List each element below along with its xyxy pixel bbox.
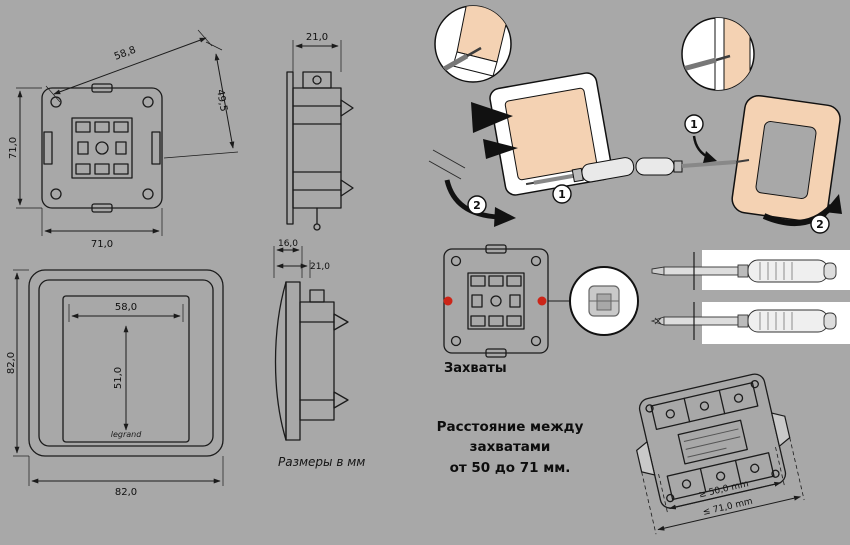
grips-label: Захваты [444,361,507,376]
push-arrow-icon [471,102,513,133]
step-2-badge-2 [810,214,830,234]
grip-distance-note: Расстояние между захватами от 50 до 71 м… [424,417,596,478]
grip-distance-note-line2: захватами [469,439,551,456]
frame-being-removed [731,94,841,224]
dim-mech-depth-label: 21,0 [306,32,328,43]
step-2-badge [467,195,487,215]
mechanism-side-view: 21,0 [286,32,354,231]
mechanism-plate-drawing [41,83,163,213]
grip-distance-note-line3: от 50 до 71 мм. [449,459,571,476]
units-note: Размеры в мм [278,455,366,469]
mechanism-rear-detail [683,428,741,458]
dim-cover-depth-label: 16,0 [278,239,298,249]
screwdriver-icon [525,157,635,186]
grip-distance-view: ≥ 50,0 mm ≤ 71,0 mm [636,373,805,535]
inset-pry-detail [435,6,510,82]
grips-location-view [443,244,639,358]
grip-marker-left [443,296,453,306]
step-1-badge [552,184,572,204]
dim-mech-width-label: 71,0 [91,239,113,250]
grip-closeup [588,285,620,317]
flat-screwdriver-icon [651,259,837,283]
screwdriver-tip-icon-2 [715,54,731,62]
mechanism-front-view: 71,0 71,0 58,8 49,5 [8,29,239,250]
frame-removal-instruction: 1 2 [635,17,842,234]
mechanism-with-grips-drawing [443,244,549,358]
brand-logo-text: legrand [111,430,142,439]
claw-left [636,440,656,476]
grip-marker-right [537,296,547,306]
switch-side-view: 16,0 21,0 [273,239,349,441]
step-1-badge-2 [684,114,704,134]
step-1-label: 1 [558,188,566,201]
dim-mech-diagonal-label: 58,8 [113,45,138,63]
screwdrivers-illustration [650,250,850,344]
switch-front-view: 58,0 51,0 legrand 82,0 82,0 [6,269,224,498]
grip-distance-min-label: ≥ 50,0 mm [698,479,750,500]
rotate-arrowhead [494,207,516,227]
step-1-label-2: 1 [690,118,698,131]
screwdriver-icon-2 [635,157,750,176]
switch-being-pried [489,72,613,196]
dim-switch-height-label: 82,0 [6,352,17,374]
dim-rocker-height-label: 51,0 [113,367,124,389]
claw-right [770,412,791,448]
phillips-screwdriver-icon [650,309,837,333]
mechanism-side-drawing [286,71,354,231]
step-2-label-2: 2 [816,218,824,231]
grip-distance-note-line1: Расстояние между [436,419,584,435]
rocker-removal-instruction: 1 2 [428,5,635,227]
rotate-arrowhead-2 [824,194,842,214]
dim-mech-claw-span-label: 49,5 [214,89,229,113]
grip-distance-max-label: ≤ 71,0 mm [702,497,754,518]
small-arrowhead [703,151,717,163]
switch-side-drawing [274,281,349,441]
screwdriver-tip-icon [466,46,482,58]
push-arrow-icon-2 [483,139,518,159]
step-2-label: 2 [473,199,481,212]
dim-mech-height-label: 71,0 [8,137,19,159]
rotate-arrow-icon [444,179,500,220]
dim-total-depth-label: 21,0 [310,262,330,272]
dim-rocker-width-label: 58,0 [115,302,137,313]
switch-frame-drawing [28,269,224,457]
dim-switch-width-label: 82,0 [115,487,137,498]
